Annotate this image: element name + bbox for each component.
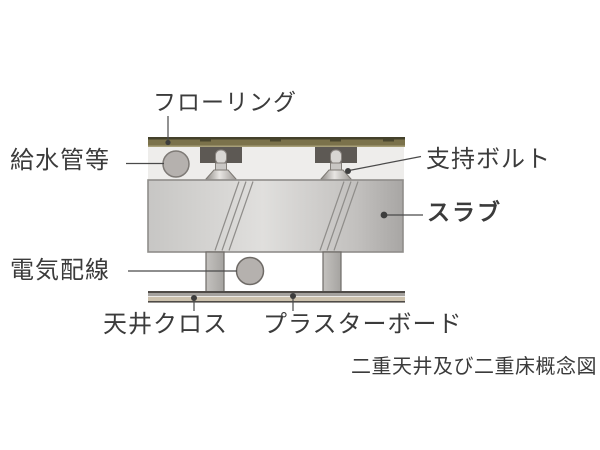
support-bolt-leader-dot (345, 168, 351, 174)
plasterboard-label: プラスターボード (263, 312, 463, 338)
ceiling-gray-strip (148, 293, 405, 296)
slab-block (147, 179, 404, 253)
flooring-leader-dot (165, 139, 171, 146)
leader-lines (126, 116, 423, 311)
support-bolt-left (200, 147, 242, 182)
ceiling-cloth-line (148, 301, 405, 303)
ceiling-light-line (148, 296, 405, 297)
water-pipe-circle (162, 150, 190, 178)
ceiling-hanger-right (322, 251, 342, 293)
slab-leader-dot (380, 211, 388, 219)
flooring-label: フローリング (153, 90, 297, 115)
support-bolt-leader (348, 155, 422, 172)
diagram-caption: 二重天井及び二重床概念図 (351, 356, 597, 378)
plank-joint (383, 139, 394, 142)
flooring-bottom-edge (148, 145, 405, 147)
support-bolt-right (315, 147, 357, 182)
ceiling-hanger-left (205, 251, 225, 293)
slab-label: スラブ (427, 199, 502, 225)
ceiling-cloth-label: 天井クロス (103, 312, 228, 338)
electrical-wiring-circle (235, 256, 265, 286)
plank-joint (200, 139, 211, 142)
plasterboard-leader-dot (290, 293, 296, 299)
plank-joint (330, 139, 341, 142)
flooring-board (148, 137, 405, 147)
flooring-layer (148, 137, 405, 147)
ceiling-top-line (148, 291, 405, 293)
support-bolt-label: 支持ボルト (426, 147, 551, 173)
electrical-wiring-label: 電気配線 (10, 258, 110, 284)
floor-cavity (148, 147, 404, 181)
ceiling-assembly (148, 291, 405, 303)
bolt-pin (330, 149, 342, 165)
slab-hatch (214, 181, 359, 251)
plasterboard-strip (148, 297, 405, 301)
flooring-top-edge (148, 137, 405, 140)
water-pipes-label: 給水管等 (10, 148, 110, 174)
ceiling-cloth-leader-dot (191, 295, 197, 301)
plank-joint (270, 139, 281, 142)
bolt-pin (215, 149, 227, 165)
